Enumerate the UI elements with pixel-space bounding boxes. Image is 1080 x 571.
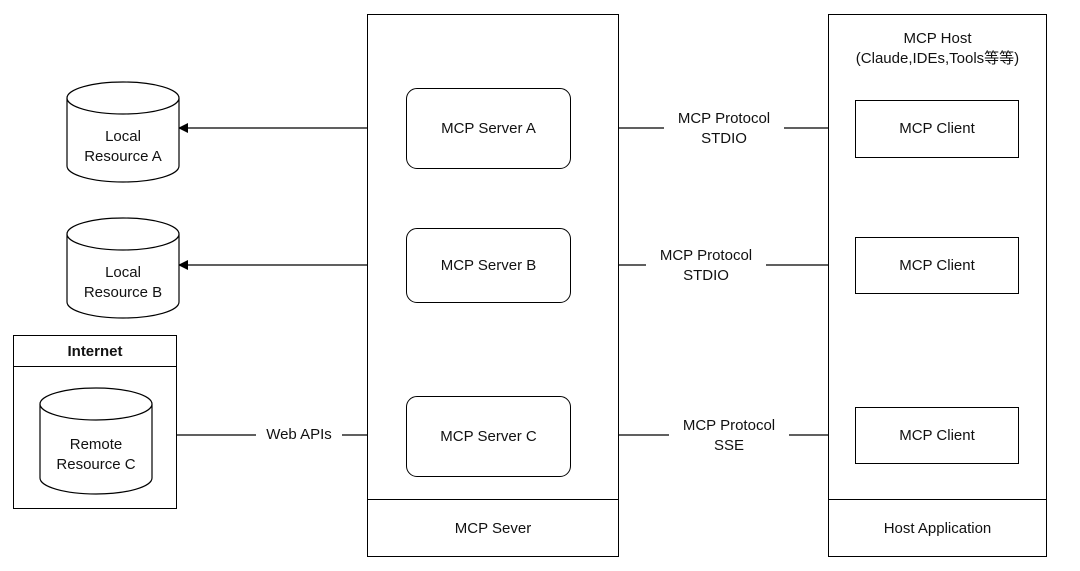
protocol-b-line1: MCP Protocol [659,247,753,264]
mcp-server-a-label: MCP Server A [441,119,536,137]
resource-a-line1: Local [105,128,141,145]
resource-c-line2: Resource C [56,456,136,473]
mcp-client-2-label: MCP Client [899,256,975,274]
database-icon-resource-b [66,217,180,319]
protocol-a-line1: MCP Protocol [677,110,771,127]
resource-b-line2: Resource B [83,284,163,301]
protocol-a-line2: STDIO [701,130,747,147]
protocol-label-c: MCP Protocol SSE [669,416,789,456]
database-icon-resource-a [66,81,180,183]
mcp-client-2: MCP Client [855,237,1019,294]
internet-label: Internet [67,342,123,360]
mcp-server-a: MCP Server A [406,88,571,169]
resource-a-label: Local Resource A [67,127,179,167]
database-icon-resource-c [39,387,153,495]
mcp-host-title: MCP Host (Claude,IDEs,Tools等等) [829,29,1046,69]
resource-b-line1: Local [105,264,141,281]
mcp-host-footer: Host Application [829,499,1046,556]
mcp-client-1-label: MCP Client [899,120,975,137]
resource-c-label: Remote Resource C [40,435,152,475]
mcp-server-b-label: MCP Server B [440,256,537,274]
protocol-label-b: MCP Protocol STDIO [646,246,766,286]
resource-b-label: Local Resource B [67,263,179,303]
protocol-c-line1: MCP Protocol [682,417,776,434]
protocol-c-line2: SSE [713,437,744,454]
mcp-client-3: MCP Client [855,407,1019,464]
mcp-server-b: MCP Server B [406,228,571,303]
mcp-server-c-label: MCP Server C [440,427,537,445]
web-apis-label: Web APIs [256,425,342,445]
protocol-b-line2: STDIO [683,267,729,284]
mcp-host-title-line2: (Claude,IDEs,Tools等等) [855,50,1020,67]
mcp-server-container-label: MCP Sever [454,519,532,537]
mcp-client-1: MCP Client [855,100,1019,158]
protocol-label-a: MCP Protocol STDIO [664,109,784,149]
mcp-host-footer-label: Host Application [883,519,992,537]
mcp-server-container-footer: MCP Sever [368,499,618,556]
resource-a-line2: Resource A [84,148,162,165]
mcp-server-c: MCP Server C [406,396,571,477]
mcp-host-title-line1: MCP Host [903,30,972,47]
mcp-client-3-label: MCP Client [899,426,975,444]
resource-c-line1: Remote [69,436,123,453]
internet-header: Internet [14,336,176,367]
